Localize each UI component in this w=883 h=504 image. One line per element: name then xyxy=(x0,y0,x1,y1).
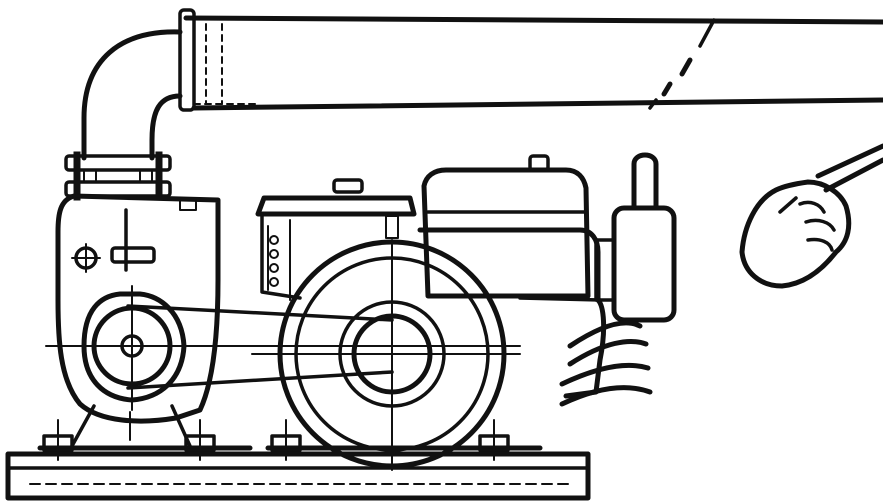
discharge-pipe xyxy=(178,8,883,112)
exhaust-pipe xyxy=(559,320,653,407)
engine-flywheel xyxy=(251,215,521,471)
pump-pulley xyxy=(45,285,521,411)
drive-belt xyxy=(126,304,394,390)
air-cleaner xyxy=(594,152,677,323)
flange-coupling xyxy=(64,151,172,201)
centrifugal-pump xyxy=(55,193,221,448)
pipe-elbow xyxy=(81,29,183,161)
mounting-bolts xyxy=(42,419,510,461)
fuel-tank xyxy=(421,154,591,299)
pointing-hand xyxy=(739,143,883,289)
base-frame xyxy=(5,419,591,501)
